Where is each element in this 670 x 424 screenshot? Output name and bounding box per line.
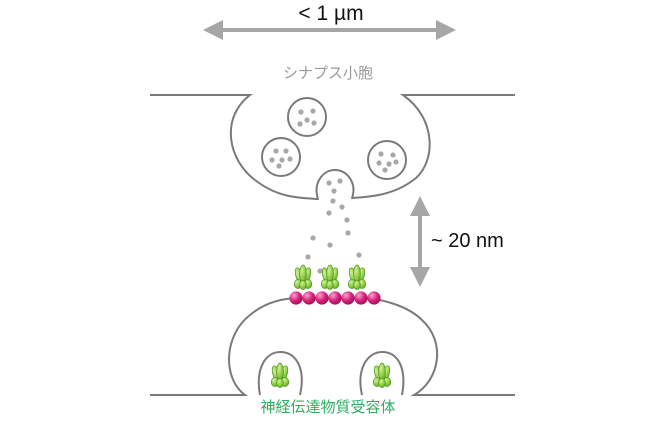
synaptic-vesicle-text: シナプス小胞 [282,64,373,82]
anchor-bead-icon [289,291,381,305]
postsynaptic-membrane [150,297,515,396]
fusing-vesicle-icon [315,168,355,200]
receptor-protein-icon [320,264,340,290]
receptor-protein-icon [293,264,313,290]
receptor-label: 神経伝達物質受容体 [0,400,670,415]
cleft-width-text: < 1 µm [298,2,364,25]
cleft-gap-text: ~ 20 nm [431,230,504,252]
receptor-protein-icon [372,362,392,388]
vesicle-icon [287,97,327,137]
receptor-text: 神経伝達物質受容体 [260,398,396,416]
receptor-protein-icon [270,362,290,388]
receptor-protein-icon [347,264,367,290]
synaptic-vesicle-label: シナプス小胞 [0,66,670,81]
internal-vesicle-left [257,350,303,396]
cleft-gap-label: ~ 20 nm [431,231,504,251]
internal-vesicle-right [359,350,405,396]
vesicle-icon [367,140,407,180]
cleft-width-label: < 1 µm [0,3,670,24]
vesicle-icon [261,137,301,177]
neurotransmitter-particles [305,198,362,274]
